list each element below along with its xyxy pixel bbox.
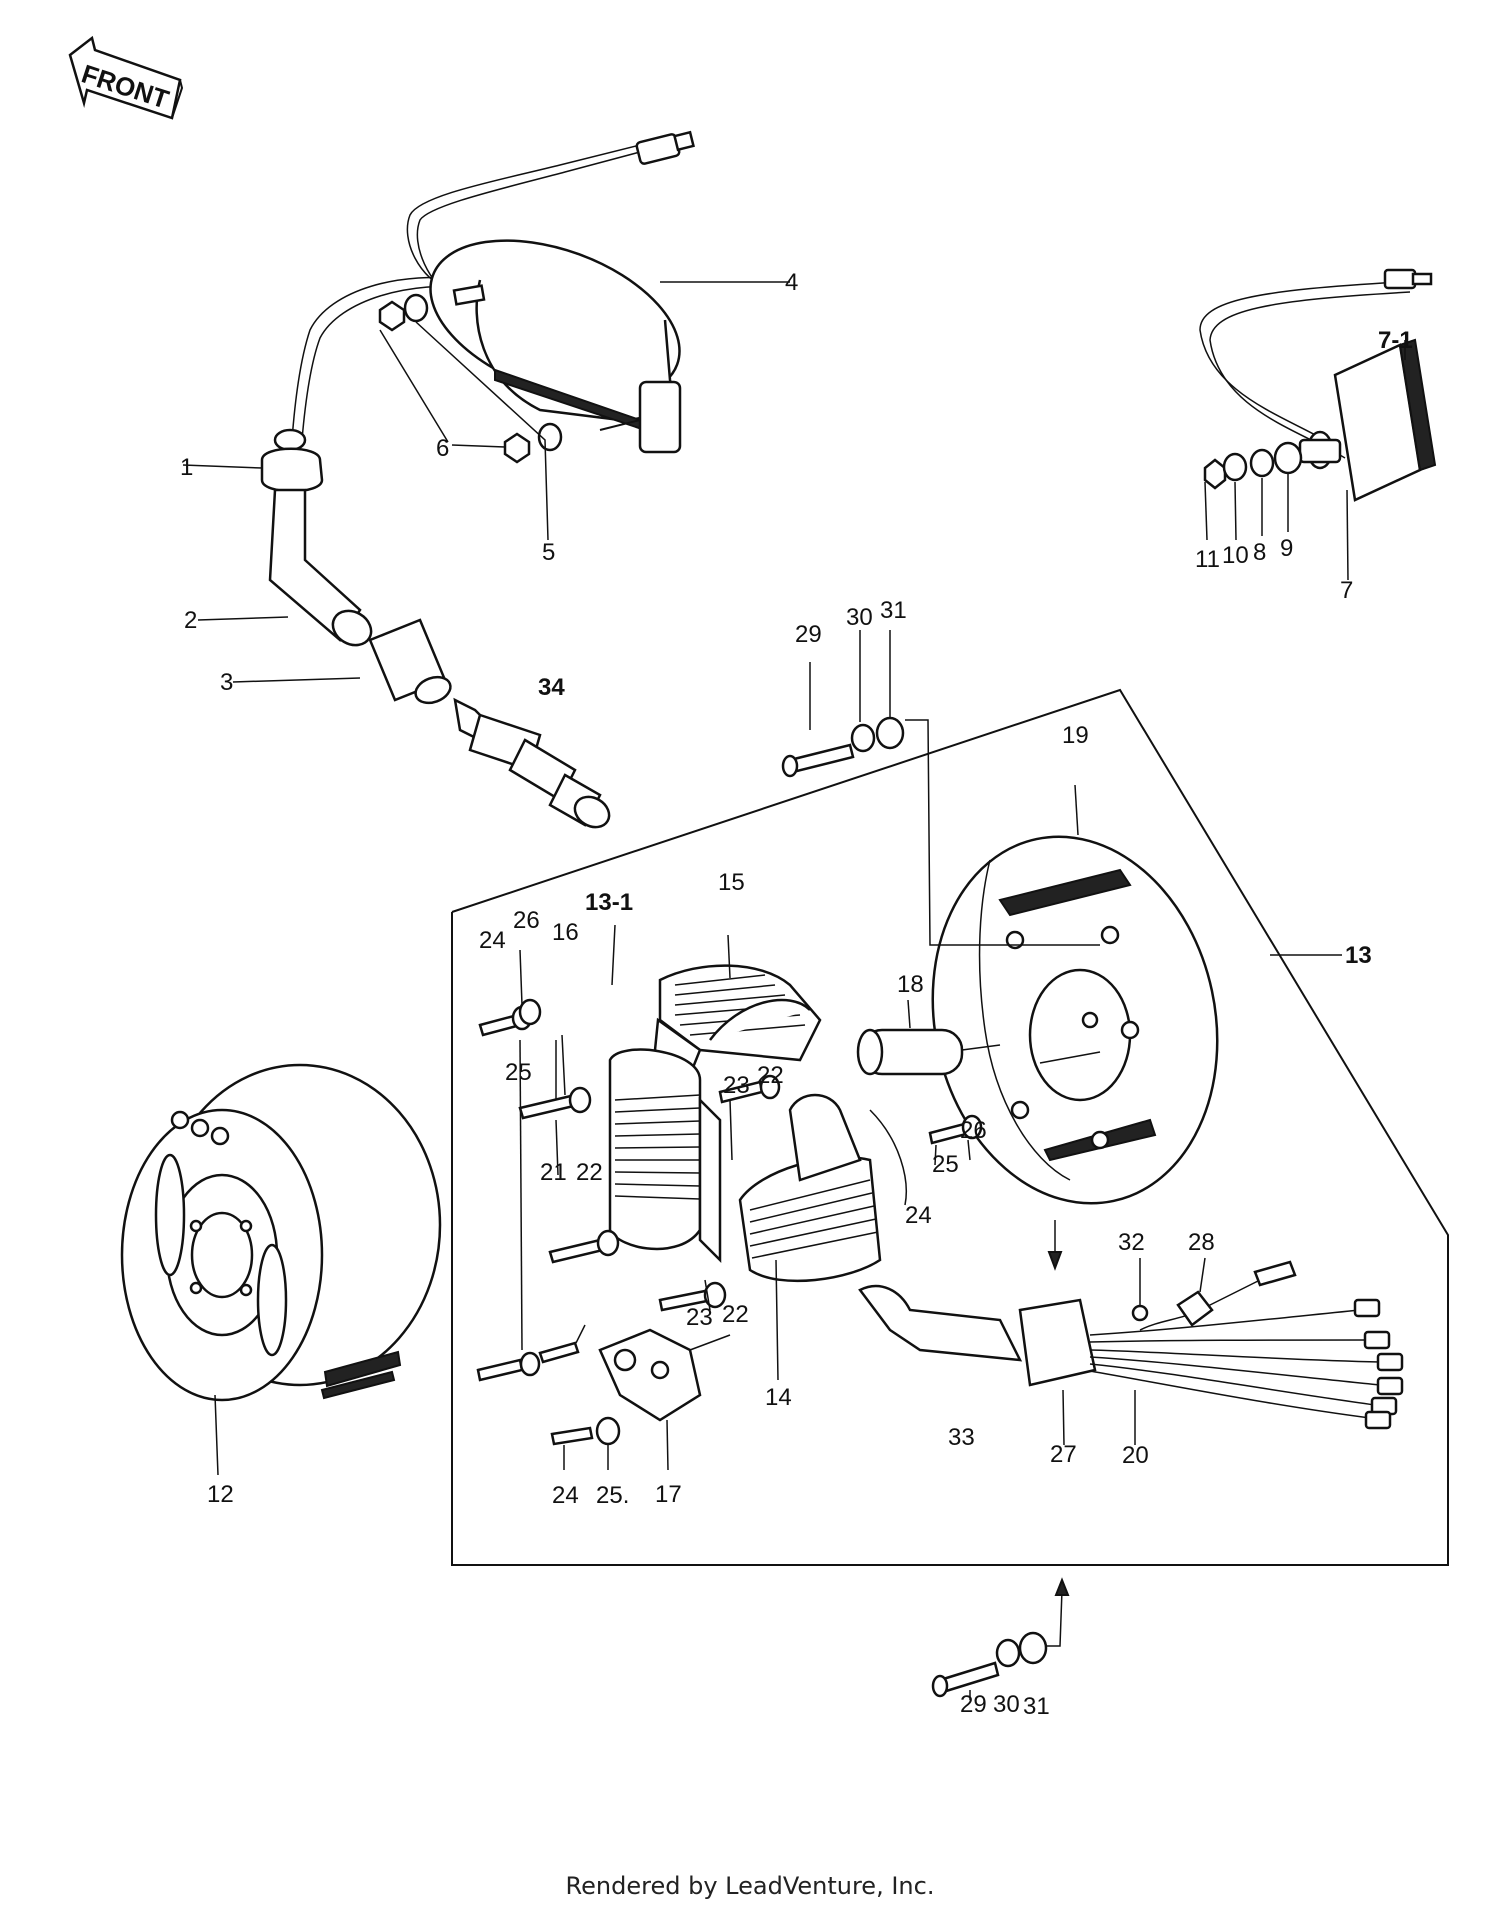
callout-13-1: 13-1 bbox=[585, 889, 633, 916]
callout-21: 21 bbox=[540, 1159, 567, 1186]
callout-17: 17 bbox=[655, 1481, 682, 1508]
callout-13: 13 bbox=[1345, 942, 1372, 969]
footer-credit: Rendered by LeadVenture, Inc. bbox=[565, 1872, 935, 1900]
flywheel-rotor bbox=[120, 1063, 442, 1476]
bottom-screw-set bbox=[931, 1577, 1070, 1700]
callout-24c: 24 bbox=[552, 1482, 579, 1509]
top-screw-set bbox=[781, 630, 1100, 946]
callout-11: 11 bbox=[1195, 546, 1220, 573]
spark-plug bbox=[453, 697, 611, 829]
callout-31a: 31 bbox=[880, 597, 907, 624]
coil-fasteners bbox=[378, 293, 563, 541]
callout-6: 6 bbox=[436, 435, 449, 462]
callout-25b: 25 bbox=[932, 1151, 959, 1178]
contact-breaker bbox=[598, 1328, 731, 1471]
arrow-head-19 bbox=[1047, 1251, 1063, 1271]
front-arrow-icon: FRONT bbox=[68, 35, 184, 120]
callout-5: 5 bbox=[542, 539, 555, 566]
callout-30a: 30 bbox=[846, 604, 873, 631]
callout-25c: 25. bbox=[596, 1482, 629, 1509]
callout-33: 33 bbox=[948, 1424, 975, 1451]
callout-7-1: 7-1 bbox=[1378, 327, 1413, 354]
callout-19: 19 bbox=[1062, 722, 1089, 749]
stator-plate bbox=[931, 784, 1219, 1205]
callout-8: 8 bbox=[1253, 539, 1266, 566]
callout-2: 2 bbox=[184, 607, 197, 634]
callout-24a: 24 bbox=[479, 927, 506, 954]
ignition-coil bbox=[291, 130, 790, 454]
callout-22c: 22 bbox=[722, 1301, 749, 1328]
callout-29b: 29 bbox=[960, 1691, 987, 1718]
callout-22b: 22 bbox=[757, 1062, 784, 1089]
callout-25a: 25 bbox=[505, 1059, 532, 1086]
callout-24b: 24 bbox=[905, 1202, 932, 1229]
callout-7: 7 bbox=[1340, 577, 1353, 604]
callout-9: 9 bbox=[1280, 535, 1293, 562]
wire-harness bbox=[858, 1257, 1404, 1446]
callout-20: 20 bbox=[1122, 1442, 1149, 1469]
regulator-unit bbox=[1199, 268, 1437, 581]
callout-12: 12 bbox=[207, 1481, 234, 1508]
callout-31b: 31 bbox=[1023, 1693, 1050, 1720]
callout-23b: 23 bbox=[686, 1304, 713, 1331]
callout-29a: 29 bbox=[795, 621, 822, 648]
callout-14: 14 bbox=[765, 1384, 792, 1411]
callout-3: 3 bbox=[220, 669, 233, 696]
callout-34: 34 bbox=[538, 674, 565, 701]
condenser bbox=[856, 999, 1001, 1076]
callout-26b: 26 bbox=[960, 1117, 987, 1144]
callout-27: 27 bbox=[1050, 1441, 1077, 1468]
callout-labels: 1 2 3 4 5 6 7 7-1 8 9 10 11 12 13 13-1 1… bbox=[180, 269, 1413, 1720]
callout-26a: 26 bbox=[513, 907, 540, 934]
callout-23a: 23 bbox=[723, 1072, 750, 1099]
leader-lines bbox=[182, 464, 1101, 1100]
callout-15: 15 bbox=[718, 869, 745, 896]
callout-30b: 30 bbox=[993, 1691, 1020, 1718]
stator-group-frame bbox=[451, 688, 1449, 1566]
callout-22a: 22 bbox=[576, 1159, 603, 1186]
callout-16: 16 bbox=[552, 919, 579, 946]
callout-1: 1 bbox=[180, 454, 193, 481]
callout-10: 10 bbox=[1222, 542, 1249, 569]
callout-32: 32 bbox=[1118, 1229, 1145, 1256]
spark-plug-cap bbox=[260, 428, 452, 705]
callout-4: 4 bbox=[785, 269, 798, 296]
callout-28: 28 bbox=[1188, 1229, 1215, 1256]
callout-18: 18 bbox=[897, 971, 924, 998]
stator-fasteners bbox=[476, 949, 983, 1470]
stator-coils bbox=[608, 924, 907, 1381]
